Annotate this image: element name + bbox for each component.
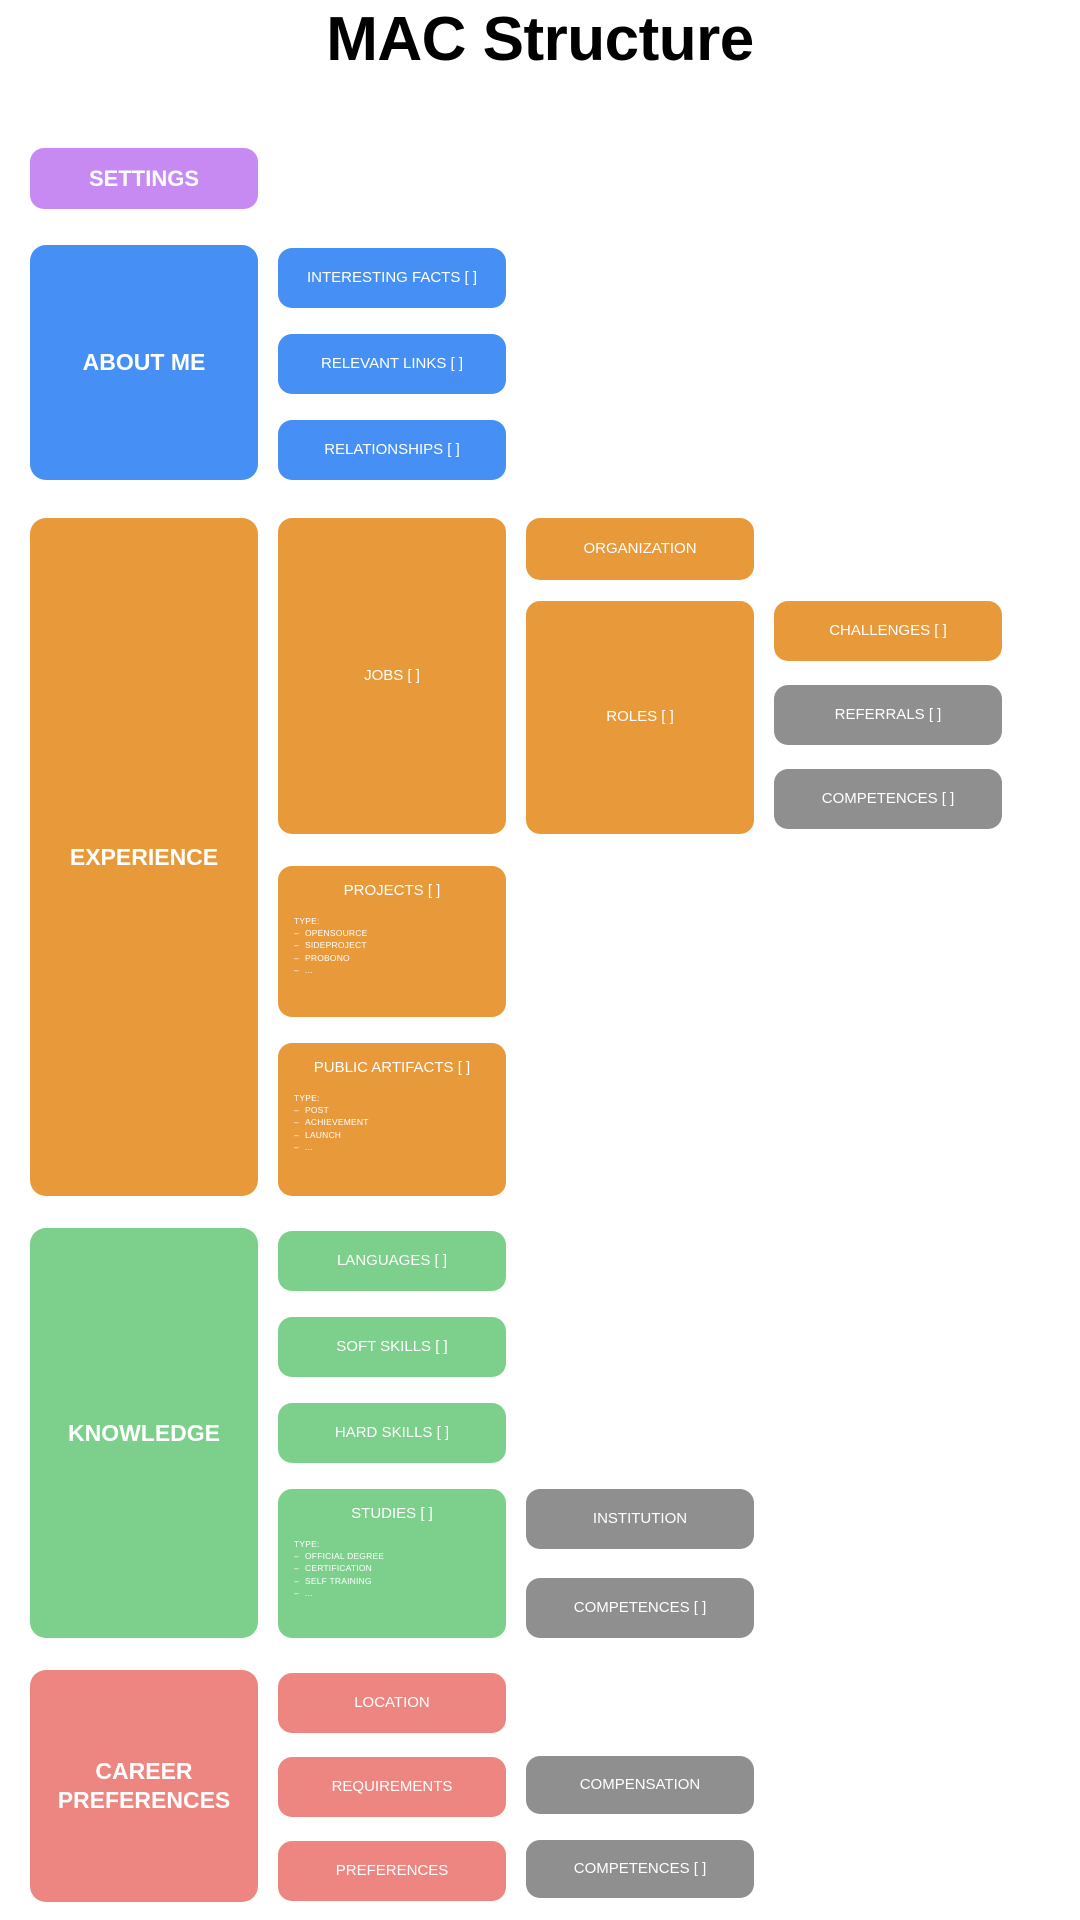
knowledge-soft-skills[interactable]: SOFT SKILLS [ ] [278, 1317, 506, 1377]
experience-challenges-label: CHALLENGES [ ] [829, 621, 947, 639]
career-location[interactable]: LOCATION [278, 1673, 506, 1733]
experience-projects-type-list: TYPE: –OPENSOURCE –SIDEPROJECT –PROBONO … [278, 901, 506, 977]
experience-projects-label: PROJECTS [ ] [343, 882, 441, 899]
type-item: –POST [294, 1105, 329, 1116]
about-me-block[interactable]: ABOUT ME [30, 245, 258, 480]
type-item: –... [294, 1588, 313, 1598]
experience-organization-label: ORGANIZATION [583, 539, 697, 557]
knowledge-label: KNOWLEDGE [67, 1419, 221, 1446]
experience-challenges[interactable]: CHALLENGES [ ] [774, 601, 1002, 661]
type-item: –LAUNCH [294, 1129, 342, 1140]
about-me-relationships[interactable]: RELATIONSHIPS [ ] [278, 420, 506, 480]
type-item: –OFFICIAL DEGREE [294, 1551, 385, 1562]
knowledge-competences-label: COMPETENCES [ ] [573, 1598, 707, 1616]
about-me-relevant-links-label: RELEVANT LINKS [ ] [321, 354, 463, 372]
knowledge-block[interactable]: KNOWLEDGE [30, 1228, 258, 1638]
knowledge-institution[interactable]: INSTITUTION [526, 1489, 754, 1549]
experience-roles-label: ROLES [ ] [606, 708, 674, 726]
type-item: –... [294, 965, 313, 975]
career-competences[interactable]: COMPETENCES [ ] [526, 1840, 754, 1898]
type-item: –SIDEPROJECT [294, 940, 367, 951]
type-item: –ACHIEVEMENT [294, 1117, 369, 1128]
knowledge-hard-skills[interactable]: HARD SKILLS [ ] [278, 1403, 506, 1463]
career-preferences-label: CAREER PREFERENCES [58, 1757, 231, 1815]
career-preferences-item[interactable]: PREFERENCES [278, 1841, 506, 1901]
career-preferences-label-line2: PREFERENCES [57, 1787, 231, 1813]
experience-referrals-label: REFERRALS [ ] [834, 705, 942, 723]
knowledge-studies-type-list: TYPE: –OFFICIAL DEGREE –CERTIFICATION –S… [278, 1524, 506, 1600]
about-me-label: ABOUT ME [82, 349, 206, 376]
knowledge-studies[interactable]: STUDIES [ ] TYPE: –OFFICIAL DEGREE –CERT… [278, 1489, 506, 1638]
experience-organization[interactable]: ORGANIZATION [526, 518, 754, 580]
career-requirements[interactable]: REQUIREMENTS [278, 1757, 506, 1817]
career-compensation-label: COMPENSATION [579, 1775, 701, 1793]
knowledge-studies-label: STUDIES [ ] [351, 1505, 433, 1522]
career-preferences-label-line1: CAREER [95, 1758, 193, 1785]
experience-competences-label: COMPETENCES [ ] [821, 789, 955, 807]
knowledge-languages-label: LANGUAGES [ ] [336, 1251, 448, 1269]
career-preferences-item-label: PREFERENCES [335, 1861, 449, 1879]
career-preferences-block[interactable]: CAREER PREFERENCES [30, 1670, 258, 1902]
experience-public-artifacts-label: PUBLIC ARTIFACTS [ ] [313, 1059, 471, 1076]
about-me-relevant-links[interactable]: RELEVANT LINKS [ ] [278, 334, 506, 394]
experience-label: EXPERIENCE [69, 843, 219, 870]
settings-label: SETTINGS [88, 165, 199, 191]
experience-projects[interactable]: PROJECTS [ ] TYPE: –OPENSOURCE –SIDEPROJ… [278, 866, 506, 1017]
knowledge-competences[interactable]: COMPETENCES [ ] [526, 1578, 754, 1638]
career-requirements-label: REQUIREMENTS [331, 1777, 453, 1795]
career-competences-label: COMPETENCES [ ] [573, 1859, 707, 1877]
type-item: –... [294, 1142, 313, 1152]
page-title: MAC Structure [326, 5, 754, 74]
experience-competences[interactable]: COMPETENCES [ ] [774, 769, 1002, 829]
about-me-interesting-facts[interactable]: INTERESTING FACTS [ ] [278, 248, 506, 308]
about-me-interesting-facts-label: INTERESTING FACTS [ ] [306, 268, 478, 286]
knowledge-soft-skills-label: SOFT SKILLS [ ] [336, 1337, 448, 1355]
type-item: –OPENSOURCE [294, 928, 368, 939]
experience-public-artifacts-type-list: TYPE: –POST –ACHIEVEMENT –LAUNCH –... [278, 1078, 506, 1154]
type-heading: TYPE: [294, 1538, 320, 1549]
settings-block[interactable]: SETTINGS [30, 148, 258, 209]
experience-referrals[interactable]: REFERRALS [ ] [774, 685, 1002, 745]
type-item: –CERTIFICATION [294, 1563, 372, 1574]
experience-jobs[interactable]: JOBS [ ] [278, 518, 506, 834]
knowledge-hard-skills-label: HARD SKILLS [ ] [334, 1423, 450, 1441]
about-me-relationships-label: RELATIONSHIPS [ ] [324, 440, 460, 458]
type-heading: TYPE: [294, 915, 320, 926]
type-item: –PROBONO [294, 952, 350, 963]
experience-public-artifacts[interactable]: PUBLIC ARTIFACTS [ ] TYPE: –POST –ACHIEV… [278, 1043, 506, 1196]
career-compensation[interactable]: COMPENSATION [526, 1756, 754, 1814]
experience-roles[interactable]: ROLES [ ] [526, 601, 754, 834]
type-heading: TYPE: [294, 1092, 320, 1103]
career-location-label: LOCATION [354, 1693, 430, 1711]
knowledge-institution-label: INSTITUTION [592, 1509, 688, 1527]
experience-jobs-label: JOBS [ ] [364, 666, 420, 684]
knowledge-languages[interactable]: LANGUAGES [ ] [278, 1231, 506, 1291]
experience-block[interactable]: EXPERIENCE [30, 518, 258, 1196]
type-item: –SELF TRAINING [294, 1575, 372, 1586]
